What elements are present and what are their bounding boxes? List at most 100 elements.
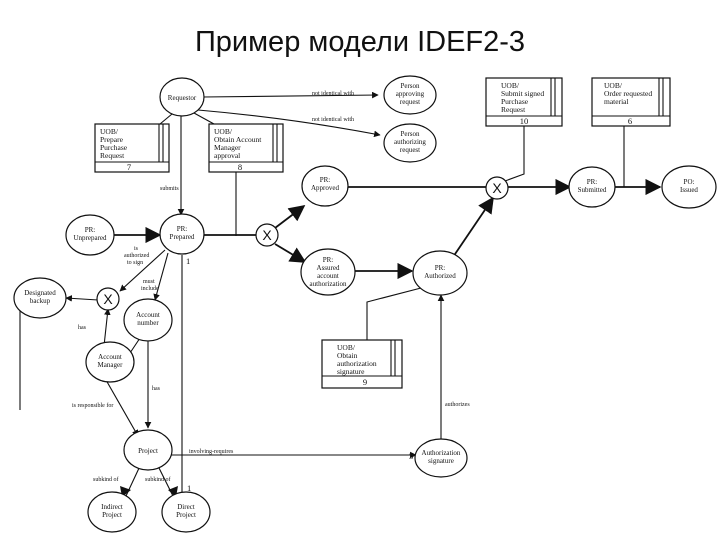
junction-x-1[interactable]: X <box>255 223 279 247</box>
node-account-manager[interactable]: Account Manager <box>85 341 135 383</box>
node-requestor-label: Requestor <box>168 94 197 102</box>
node-prepared-l2: Prepared <box>170 233 195 241</box>
link-manager-account <box>129 337 141 354</box>
link-requestor-authorizing <box>197 109 381 138</box>
node-pr-unprepared[interactable]: PR: Unprepared <box>65 214 115 256</box>
node-authorization-signature[interactable]: Authorization signature <box>414 438 468 478</box>
link-authorized-x2 <box>450 196 494 261</box>
link-requestor-approving <box>202 91 379 99</box>
node-manager-l2: Manager <box>98 361 124 369</box>
uob-prepare-request[interactable]: UOB/ Prepare Purchase Request 7 <box>94 123 170 173</box>
node-signature-l2: signature <box>428 457 454 465</box>
node-assured-l1: PR: <box>323 256 334 264</box>
junction-x-2[interactable]: X <box>485 176 509 200</box>
node-pr-approved[interactable]: PR: Approved <box>301 165 349 207</box>
label-number-1a: 1 <box>186 256 190 266</box>
label-is-authorized-l3: to sign <box>127 260 143 266</box>
node-project[interactable]: Project <box>123 429 173 471</box>
junction-x-1-label: X <box>262 227 272 243</box>
uob-6-line-2: Order requested <box>604 89 652 98</box>
uob-obtain-authorization[interactable]: UOB/ Obtain authorization signature 9 <box>321 339 403 389</box>
label-has-2: has <box>152 386 161 392</box>
node-pr-prepared[interactable]: PR: Prepared <box>159 213 205 255</box>
uob-submit-signed-request[interactable]: UOB/ Submit signed Purchase Request 10 <box>485 77 563 127</box>
node-submitted-l2: Submitted <box>578 186 607 194</box>
node-approved-l2: Approved <box>311 184 339 192</box>
uob-9-line-4: signature <box>337 367 365 376</box>
link-x1-approved <box>274 205 306 229</box>
node-authorizing-l1: Person <box>400 130 420 138</box>
uob-8-line-2: Obtain Account <box>214 135 262 144</box>
node-issued-l1: PO: <box>684 178 695 186</box>
uob-8-number: 8 <box>238 162 242 172</box>
link-uob10-x2 <box>504 126 525 182</box>
link-manager-x3 <box>103 308 111 347</box>
node-account-number-l1: Account <box>136 311 160 319</box>
node-backup-l1: Designated <box>24 289 56 297</box>
label-subkind-of-1: subkind of <box>93 476 119 483</box>
node-account-number[interactable]: Account number <box>123 298 173 342</box>
node-direct-l2: Project <box>176 511 196 519</box>
node-project-label: Project <box>138 447 158 455</box>
node-person-authorizing[interactable]: Person authorizing request <box>383 123 437 163</box>
node-submitted-l1: PR: <box>587 178 598 186</box>
node-authorizing-l3: request <box>400 146 420 154</box>
uob-9-number: 9 <box>363 377 367 387</box>
uob-9-line-3: authorization <box>337 359 377 368</box>
uob-7-line-2: Prepare <box>100 135 124 144</box>
uob-10-line-1: UOB/ <box>501 81 520 90</box>
node-direct-project[interactable]: Direct Project <box>161 491 211 533</box>
uob-order-material[interactable]: UOB/ Order requested material 6 <box>591 77 671 127</box>
link-responsible-for <box>105 379 139 437</box>
link-x1-assured <box>274 243 307 263</box>
node-authorized-l1: PR: <box>435 264 446 272</box>
uob-7-line-4: Request <box>100 151 125 160</box>
uob-obtain-account-approval[interactable]: UOB/ Obtain Account Manager approval 8 <box>208 123 284 173</box>
node-person-approving[interactable]: Person approving request <box>383 75 437 115</box>
node-assured-l4: authorization <box>310 280 347 288</box>
node-po-issued[interactable]: PO: Issued <box>661 165 717 209</box>
label-is-authorized-l1: is <box>134 246 139 252</box>
uob-10-number: 10 <box>520 116 529 126</box>
uob-9-line-2: Obtain <box>337 351 358 360</box>
node-indirect-project[interactable]: Indirect Project <box>87 491 137 533</box>
node-prepared-l1: PR: <box>177 225 188 233</box>
node-approving-l1: Person <box>400 82 420 90</box>
junction-x-2-label: X <box>492 180 502 196</box>
label-authorizes: authorizes <box>445 402 470 408</box>
node-assured-l3: account <box>317 272 339 280</box>
node-account-number-l2: number <box>137 319 159 327</box>
node-pr-assured[interactable]: PR: Assured account authorization <box>300 248 356 296</box>
node-approved-l1: PR: <box>320 176 331 184</box>
uob-7-line-1: UOB/ <box>100 127 119 136</box>
uob-7-number: 7 <box>127 162 131 172</box>
uob-8-line-1: UOB/ <box>214 127 233 136</box>
label-has-1: has <box>78 325 87 331</box>
node-assured-l2: Assured <box>317 264 340 272</box>
node-unprepared-l2: Unprepared <box>73 234 107 242</box>
uob-8-line-3: Manager <box>214 143 241 152</box>
node-pr-authorized[interactable]: PR: Authorized <box>412 250 468 296</box>
node-pr-submitted[interactable]: PR: Submitted <box>568 166 616 208</box>
link-uob9 <box>366 287 422 340</box>
node-designated-backup[interactable]: Designated backup <box>13 277 67 319</box>
node-backup-l2: backup <box>30 297 51 305</box>
junction-x-3-label: X <box>103 291 113 307</box>
node-approving-l2: approving <box>396 90 425 98</box>
label-not-identical-1: not identical with <box>312 91 354 97</box>
node-authorizing-l2: authorizing <box>394 138 426 146</box>
node-signature-l1: Authorization <box>422 449 461 457</box>
junction-x-3[interactable]: X <box>96 287 120 311</box>
slide-title: Пример модели IDEF2-3 <box>194 26 526 58</box>
label-is-responsible-for: is responsible for <box>72 402 113 409</box>
label-number-1b: 1 <box>187 483 191 493</box>
label-subkind-of-2: subkind of <box>145 476 171 483</box>
node-approving-l3: request <box>400 98 420 106</box>
node-requestor[interactable]: Requestor <box>159 77 205 117</box>
node-unprepared-l1: PR: <box>85 226 96 234</box>
uob-10-line-3: Purchase <box>501 97 529 106</box>
node-authorized-l2: Authorized <box>424 272 456 280</box>
uob-7-line-3: Purchase <box>100 143 128 152</box>
